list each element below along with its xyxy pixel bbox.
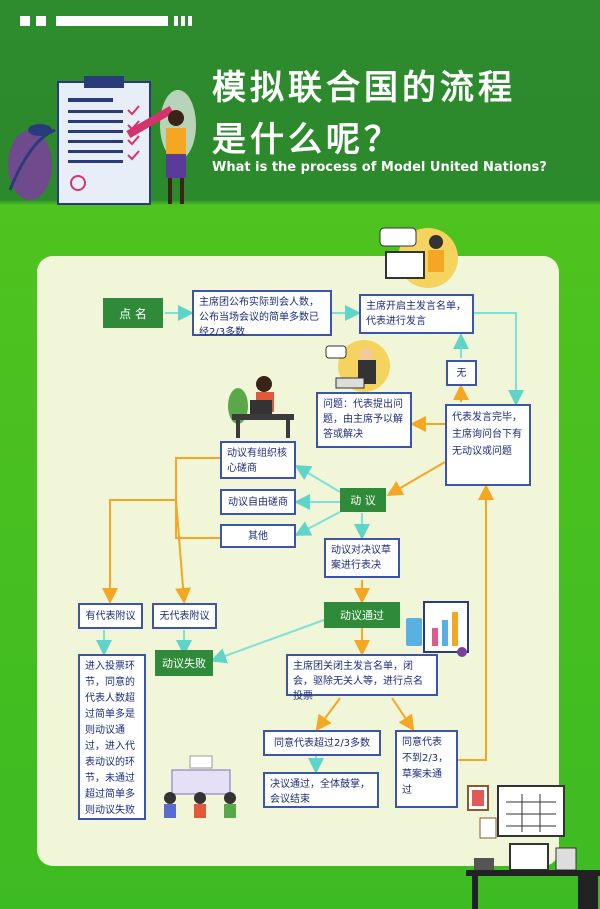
moderated-caucus-box: 动议有组织核心磋商 [220, 441, 296, 479]
with-sponsor-box: 有代表附议 [78, 603, 143, 629]
close-list-box: 主席团关闭主发言名单，闭会，驱除无关人等，进行点名投票 [286, 654, 438, 702]
resolution-passed-box: 决议通过，全体鼓掌，会议结束 [263, 772, 379, 808]
none-box: 无 [446, 360, 477, 386]
announce-attendance-box: 主席团公布实际到会人数，公布当场会议的简单多数已经2/3多数 [192, 290, 332, 338]
team-meeting-illustration [164, 755, 236, 818]
top-bar-square-2 [36, 16, 46, 26]
person-at-desk-illustration [228, 376, 294, 438]
motion-failed-box: 动议失败 [155, 650, 213, 676]
top-bar-long [56, 16, 168, 26]
top-bar-tick-1 [174, 16, 178, 26]
speakers-list-box: 主席开启主发言名单，代表进行发言 [359, 294, 474, 334]
office-desk-illustration [466, 785, 600, 909]
over-two-thirds-box: 同意代表超过2/3多数 [263, 730, 381, 756]
under-two-thirds-box: 同意代表不到2/3，草案未通过 [395, 730, 458, 808]
page-title-line-2: 是什么呢？ [212, 120, 402, 160]
delegate-with-laptop-illustration [325, 340, 390, 392]
vote-draft-box: 动议对决议草案进行表决 [324, 538, 400, 578]
unmoderated-caucus-box: 动议自由磋商 [220, 489, 296, 515]
other-box: 其他 [220, 524, 296, 548]
speech-done-box: 代表发言完毕，主席询问台下有无动议或问题 [445, 404, 531, 486]
motion-passed-box: 动议通过 [324, 602, 400, 628]
top-bar-tick-3 [188, 16, 192, 26]
roll-call-box: 点 名 [103, 298, 163, 328]
no-sponsor-box: 无代表附议 [152, 603, 217, 629]
top-bar-square-1 [20, 16, 30, 26]
speaker-at-computer-illustration [379, 227, 458, 288]
top-bar-tick-2 [181, 16, 185, 26]
page-subtitle: What is the process of Model United Nati… [212, 160, 547, 175]
data-analysis-illustration [406, 601, 469, 657]
question-box: 问题：代表提出问题，由主席予以解答或解决 [316, 392, 412, 448]
clipboard-illustration [8, 76, 196, 205]
motion-box: 动 议 [340, 488, 386, 512]
page-title-line-1: 模拟联合国的流程 [212, 68, 516, 108]
sponsor-detail-box: 进入投票环节，同意的代表人数超过简单多是则动议通过，进入代表动议的环节，未通过超… [78, 654, 146, 820]
